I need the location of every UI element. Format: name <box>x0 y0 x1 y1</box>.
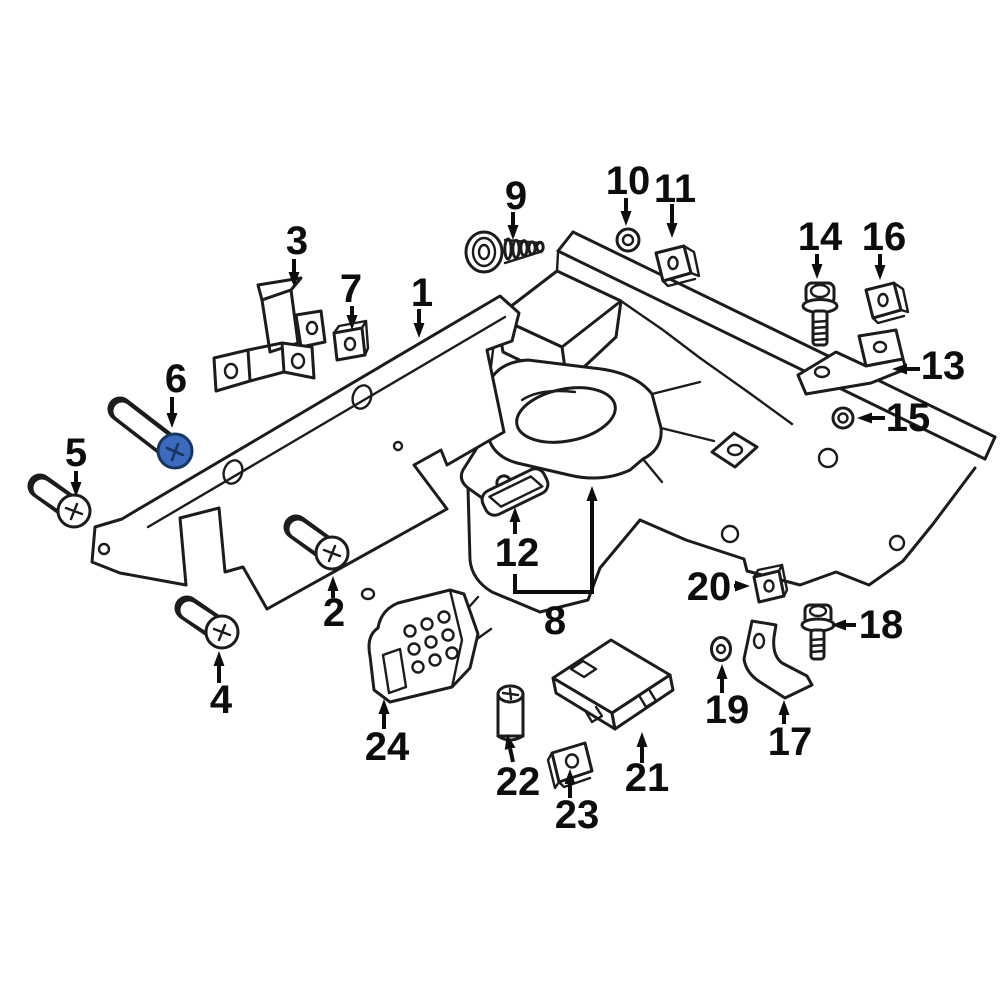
callout-16[interactable]: 16 <box>862 215 907 280</box>
arrowhead <box>213 651 225 666</box>
callout-label-17[interactable]: 17 <box>768 720 813 764</box>
callout-23[interactable]: 23 <box>555 769 600 837</box>
callout-21[interactable]: 21 <box>625 732 670 800</box>
arrowhead <box>666 223 678 238</box>
part-9-screw[interactable] <box>464 230 545 274</box>
callout-label-14[interactable]: 14 <box>798 215 843 259</box>
arrowhead <box>636 732 648 747</box>
callout-9[interactable]: 9 <box>505 174 527 240</box>
callout-15[interactable]: 15 <box>857 396 930 440</box>
part-15-washer[interactable] <box>831 406 855 430</box>
callout-label-18[interactable]: 18 <box>859 603 904 647</box>
callout-20[interactable]: 20 <box>687 565 750 609</box>
arrowhead <box>564 769 576 784</box>
part-2-screw[interactable] <box>283 514 350 571</box>
arrowhead <box>857 412 872 424</box>
part-19-grommet[interactable] <box>710 636 732 662</box>
part-4-screw[interactable] <box>174 595 240 650</box>
arrowhead <box>620 211 632 226</box>
callout-8[interactable]: 8 <box>513 486 598 643</box>
part-12-bezel[interactable] <box>476 459 552 518</box>
callout-label-19[interactable]: 19 <box>705 688 750 732</box>
part-11-clip-nut[interactable] <box>654 244 701 288</box>
arrowhead <box>70 482 82 497</box>
callout-24[interactable]: 24 <box>365 699 410 769</box>
leader-line <box>513 501 594 594</box>
callout-7[interactable]: 7 <box>340 267 362 330</box>
part-14-flange-bolt[interactable] <box>801 281 839 347</box>
part-6-screw-highlighted[interactable] <box>107 396 194 470</box>
part-17-bracket[interactable] <box>742 619 814 700</box>
callout-label-21[interactable]: 21 <box>625 756 670 800</box>
callout-12[interactable]: 12 <box>495 507 540 575</box>
callout-label-8[interactable]: 8 <box>544 599 566 643</box>
callout-label-7[interactable]: 7 <box>340 267 362 311</box>
arrowhead <box>716 664 728 679</box>
callout-label-24[interactable]: 24 <box>365 725 410 769</box>
callout-19[interactable]: 19 <box>705 664 750 732</box>
arrowhead <box>735 580 750 592</box>
arrowhead <box>811 264 823 279</box>
part-3-bracket[interactable] <box>212 276 327 393</box>
callout-6[interactable]: 6 <box>165 357 187 428</box>
callout-4[interactable]: 4 <box>210 651 233 722</box>
arrowhead <box>892 363 907 375</box>
callout-1[interactable]: 1 <box>411 271 433 338</box>
part-24-plate[interactable] <box>367 588 480 704</box>
callout-22[interactable]: 22 <box>496 734 541 804</box>
callout-label-23[interactable]: 23 <box>555 793 600 837</box>
callout-label-22[interactable]: 22 <box>496 760 541 804</box>
arrowhead <box>509 507 521 522</box>
callout-3[interactable]: 3 <box>286 219 308 287</box>
part-20-clip-nut[interactable] <box>752 563 789 604</box>
arrowhead <box>378 699 390 714</box>
callout-label-2[interactable]: 2 <box>323 591 345 635</box>
callout-13[interactable]: 13 <box>892 344 965 388</box>
arrowhead <box>507 225 519 240</box>
part-5-screw[interactable] <box>27 473 92 529</box>
callout-14[interactable]: 14 <box>798 215 843 279</box>
part-16-clip-nut[interactable] <box>864 281 910 325</box>
callout-2[interactable]: 2 <box>323 576 345 635</box>
leader-line <box>508 748 515 763</box>
part-21-tray[interactable] <box>551 638 675 731</box>
callout-label-16[interactable]: 16 <box>862 215 907 259</box>
arrowhead <box>166 413 178 428</box>
callout-label-4[interactable]: 4 <box>210 678 233 722</box>
part-18-flange-bolt[interactable] <box>800 603 836 661</box>
callout-label-6[interactable]: 6 <box>165 357 187 401</box>
arrowhead <box>346 315 358 330</box>
callout-10[interactable]: 10 <box>606 159 651 226</box>
arrowhead <box>778 700 790 715</box>
callout-label-15[interactable]: 15 <box>886 396 931 440</box>
callout-label-12[interactable]: 12 <box>495 531 540 575</box>
arrowhead <box>327 576 339 591</box>
callout-label-11[interactable]: 11 <box>654 167 696 211</box>
callout-18[interactable]: 18 <box>831 603 903 647</box>
part-22-screw[interactable] <box>496 684 525 742</box>
arrowhead <box>413 323 425 338</box>
part-13-bracket[interactable] <box>796 328 908 396</box>
arrowhead <box>586 486 598 501</box>
arrowhead <box>874 265 886 280</box>
callout-5[interactable]: 5 <box>65 431 87 497</box>
arrowhead <box>504 734 516 750</box>
callout-label-9[interactable]: 9 <box>505 174 527 218</box>
part-8-apron-assembly[interactable] <box>458 230 997 646</box>
part-23-clip-nut[interactable] <box>546 741 594 790</box>
callout-label-13[interactable]: 13 <box>921 344 966 388</box>
callout-17[interactable]: 17 <box>768 700 813 764</box>
arrowhead <box>288 272 300 287</box>
part-1-sill-panel[interactable] <box>90 294 521 611</box>
callout-label-10[interactable]: 10 <box>606 159 651 203</box>
callout-label-3[interactable]: 3 <box>286 219 308 263</box>
callout-label-20[interactable]: 20 <box>687 565 732 609</box>
callout-label-5[interactable]: 5 <box>65 431 87 475</box>
callout-11[interactable]: 11 <box>654 167 696 238</box>
part-10-washer[interactable] <box>615 227 641 253</box>
arrowhead <box>831 619 846 631</box>
callout-label-1[interactable]: 1 <box>411 271 433 315</box>
